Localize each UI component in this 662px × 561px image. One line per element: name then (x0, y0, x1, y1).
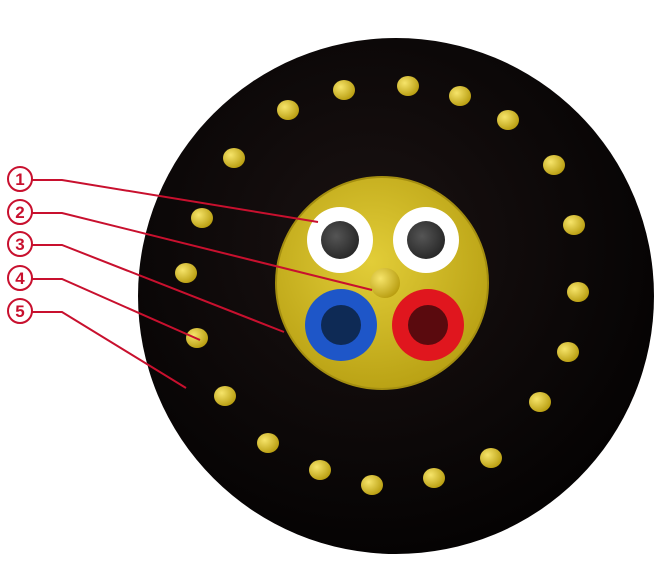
shield-wire (529, 392, 551, 412)
shield-wire (423, 468, 445, 488)
shield-wire (497, 110, 519, 130)
shield-wire (361, 475, 383, 495)
shield-wire (557, 342, 579, 362)
shield-wire (333, 80, 355, 100)
shield-wire (223, 148, 245, 168)
callout-number: 3 (15, 235, 24, 254)
callout-number: 2 (15, 203, 24, 222)
shield-wire (214, 386, 236, 406)
shield-wire (543, 155, 565, 175)
callout-number: 4 (15, 269, 25, 288)
shield-wire (175, 263, 197, 283)
shield-wire (309, 460, 331, 480)
conductor-white-right (393, 207, 459, 273)
shield-wire (397, 76, 419, 96)
shield-wire (191, 208, 213, 228)
shield-wire (567, 282, 589, 302)
callout-number: 1 (15, 170, 24, 189)
conductor-red (392, 289, 464, 361)
shield-wire (480, 448, 502, 468)
shield-wire (563, 215, 585, 235)
callout-number: 5 (15, 302, 24, 321)
shield-wire (257, 433, 279, 453)
shield-wire (449, 86, 471, 106)
shield-wire (277, 100, 299, 120)
central-filler-wire (370, 268, 400, 298)
conductor-white-left (307, 207, 373, 273)
conductor-blue (305, 289, 377, 361)
